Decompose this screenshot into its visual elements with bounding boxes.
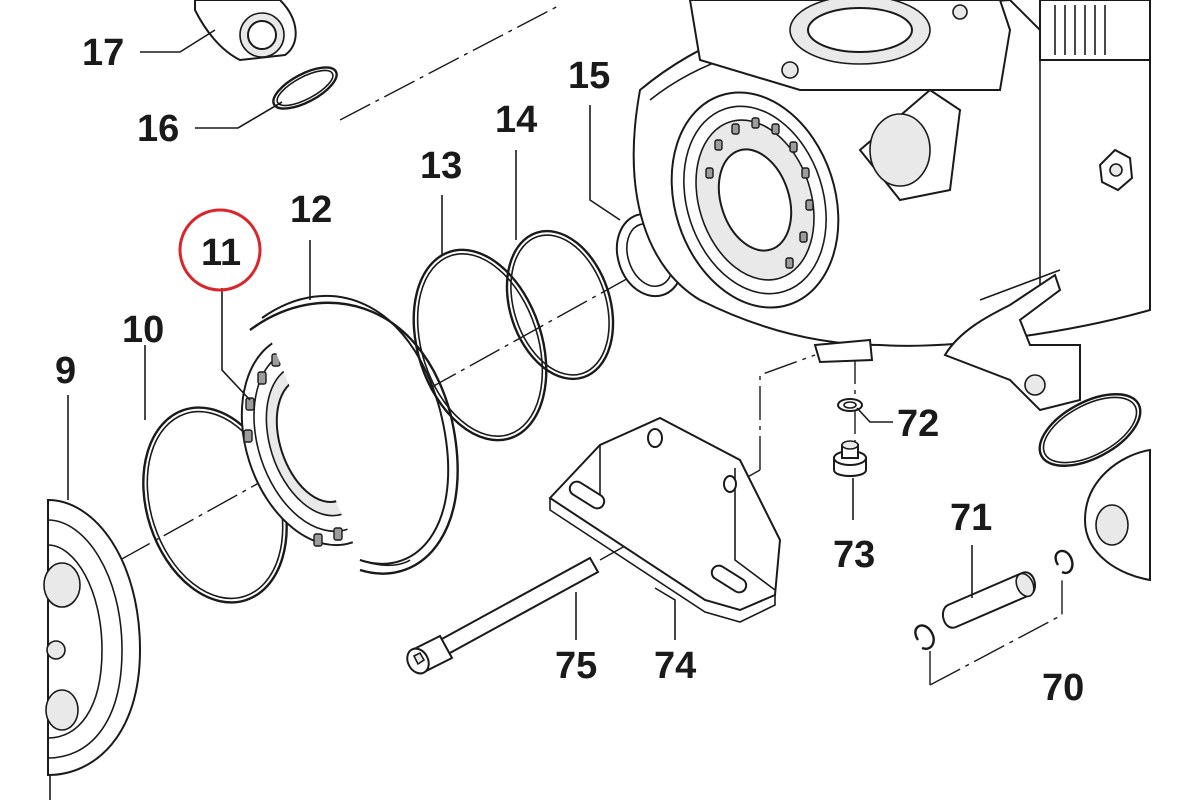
part-14-o-ring: [505, 229, 615, 381]
part-73-plug: [833, 440, 867, 477]
part-13-o-ring: [412, 248, 548, 442]
label-part-73: 73: [833, 534, 875, 576]
label-part-13: 13: [420, 145, 462, 187]
label-part-17: 17: [82, 32, 124, 74]
part-16-small-o-ring: [272, 66, 338, 110]
part-72-washer: [837, 398, 863, 412]
label-part-15: 15: [568, 55, 610, 97]
label-part-70: 70: [1042, 667, 1084, 709]
label-part-74: 74: [654, 645, 696, 687]
highlight-circle: [178, 208, 262, 292]
part-9-end-cover: [43, 498, 142, 777]
label-part-71: 71: [950, 497, 992, 539]
part-74-mounting-bracket: [548, 416, 782, 623]
pump-housing: [632, 0, 1151, 364]
label-part-10: 10: [122, 309, 164, 351]
part-75-bolt: [406, 556, 600, 675]
part-17-fitting: [194, 0, 297, 62]
hex-nut: [1098, 148, 1134, 192]
clamp-bracket: [943, 269, 1081, 412]
label-part-75: 75: [555, 645, 597, 687]
part-labels: 17 16 9 10 11 12 13 14 15 72 73 71 70 75…: [55, 32, 1084, 709]
part-70-circlips: [914, 549, 1074, 650]
label-part-16: 16: [137, 108, 179, 150]
leader-lines: [49, 29, 973, 800]
label-part-12: 12: [290, 189, 332, 231]
label-part-11: 11: [201, 232, 241, 274]
right-o-ring: [1038, 393, 1142, 467]
part-71-pin: [941, 571, 1037, 629]
label-part-14: 14: [495, 99, 537, 141]
right-sleeve: [1083, 448, 1151, 582]
part-12-flange-gasket: [249, 294, 459, 575]
label-part-9: 9: [55, 350, 76, 392]
label-part-72: 72: [897, 403, 939, 445]
